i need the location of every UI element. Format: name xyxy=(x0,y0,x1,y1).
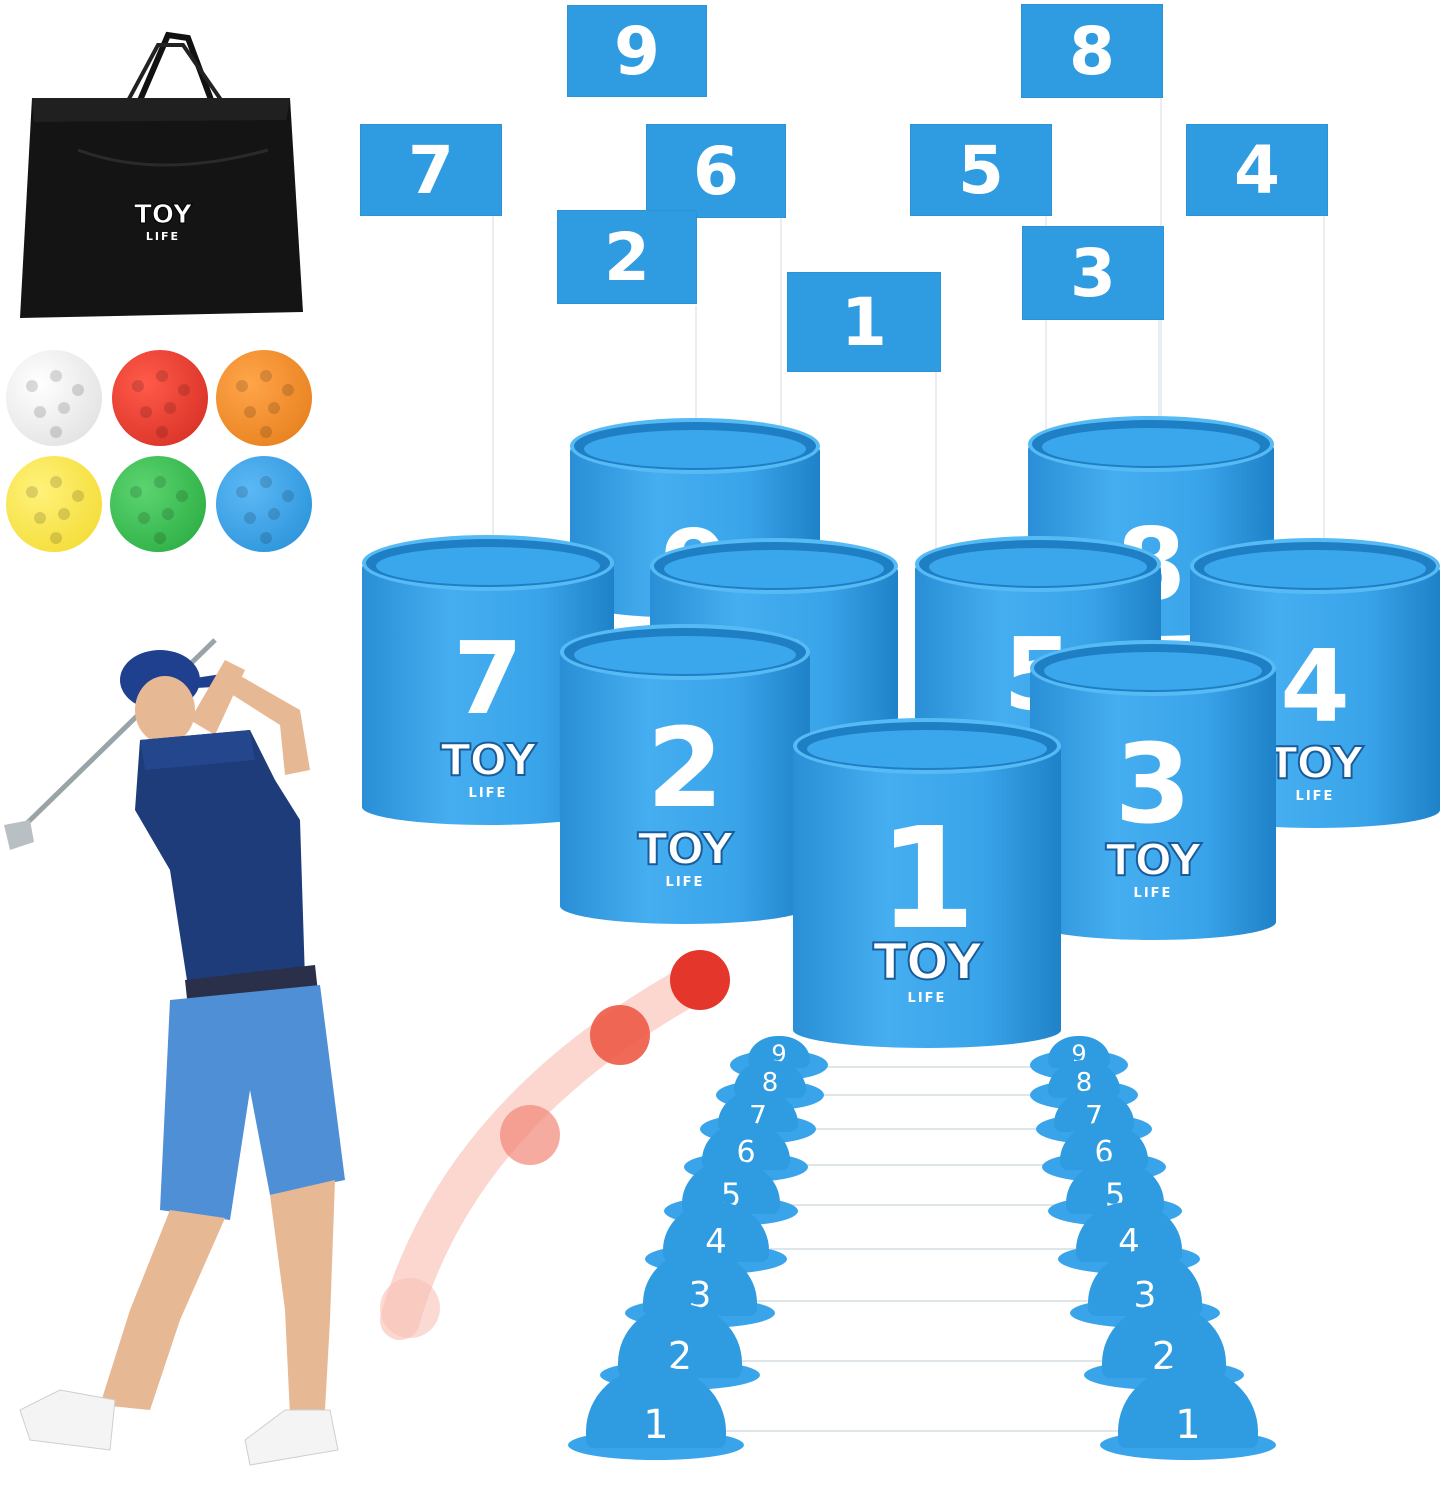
bucket-3: 3 TOY LIFE xyxy=(1030,640,1276,940)
cone-right-1: 1 xyxy=(1100,1366,1276,1460)
pole-5 xyxy=(1045,215,1047,585)
bucket-3-logo: TOY LIFE xyxy=(1030,834,1276,901)
flag-7: 7 xyxy=(360,124,502,216)
cone-left-1-number: 1 xyxy=(643,1402,669,1448)
ball-blue xyxy=(216,456,312,552)
bucket-1-logo-sub: LIFE xyxy=(907,991,947,1006)
ball-white xyxy=(6,350,102,446)
pole-6 xyxy=(780,205,782,585)
ball-red xyxy=(112,350,208,446)
bucket-7-logo-text: TOY xyxy=(440,734,538,787)
bucket-4-logo-text: TOY xyxy=(1267,737,1365,790)
golfer-figure xyxy=(4,638,345,1466)
flag-3: 3 xyxy=(1022,226,1164,320)
rope-3 xyxy=(755,1300,1105,1302)
cone-right-1-number: 1 xyxy=(1175,1402,1201,1448)
flag-1: 1 xyxy=(787,272,941,372)
bucket-1-logo: TOY LIFE xyxy=(793,932,1061,1006)
carry-bag: TOY LIFE xyxy=(18,30,308,322)
ball-trajectory xyxy=(380,950,730,1340)
ball-orange xyxy=(216,350,312,446)
pole-4 xyxy=(1323,215,1325,585)
flag-4: 4 xyxy=(1186,124,1328,216)
flag-5: 5 xyxy=(910,124,1052,216)
bucket-7-number: 7 xyxy=(453,620,523,737)
ball-yellow xyxy=(6,456,102,552)
rope-4 xyxy=(770,1248,1090,1250)
rope-7 xyxy=(805,1128,1055,1130)
bucket-1: 1 TOY LIFE xyxy=(793,718,1061,1048)
bucket-3-logo-sub: LIFE xyxy=(1133,886,1173,901)
rope-6 xyxy=(795,1164,1065,1166)
bucket-2-logo-text: TOY xyxy=(637,823,735,876)
rope-9 xyxy=(825,1066,1035,1068)
rope-1 xyxy=(720,1430,1140,1432)
rope-8 xyxy=(815,1094,1045,1096)
bucket-3-number: 3 xyxy=(1114,720,1192,848)
bucket-2-logo: TOY LIFE xyxy=(560,823,810,890)
bucket-1-number: 1 xyxy=(878,798,976,961)
bag-logo-text: TOY xyxy=(134,200,193,231)
flag-9: 9 xyxy=(567,5,707,97)
bucket-2-logo-sub: LIFE xyxy=(665,875,705,890)
pole-7 xyxy=(492,215,494,585)
bucket-4-logo: TOY LIFE xyxy=(1190,737,1440,804)
bucket-2-number: 2 xyxy=(646,704,724,832)
bucket-7-logo: TOY LIFE xyxy=(362,734,614,801)
bag-logo-sub: LIFE xyxy=(145,230,181,243)
bucket-4-number: 4 xyxy=(1280,628,1350,745)
rope-5 xyxy=(785,1204,1075,1206)
bucket-1-logo-text: TOY xyxy=(872,932,983,992)
bag-graphic xyxy=(20,31,303,318)
flag-6: 6 xyxy=(646,124,786,218)
bucket-3-logo-text: TOY xyxy=(1105,834,1203,887)
flag-2: 2 xyxy=(557,210,697,304)
flag-8: 8 xyxy=(1021,4,1163,98)
bag-logo: TOY LIFE xyxy=(118,200,208,244)
rope-2 xyxy=(740,1360,1120,1362)
bucket-7-logo-sub: LIFE xyxy=(468,786,508,801)
cone-left-1: 1 xyxy=(568,1366,744,1460)
bucket-4-logo-sub: LIFE xyxy=(1295,789,1335,804)
bucket-2: 2 TOY LIFE xyxy=(560,624,810,924)
ball-green xyxy=(110,456,206,552)
